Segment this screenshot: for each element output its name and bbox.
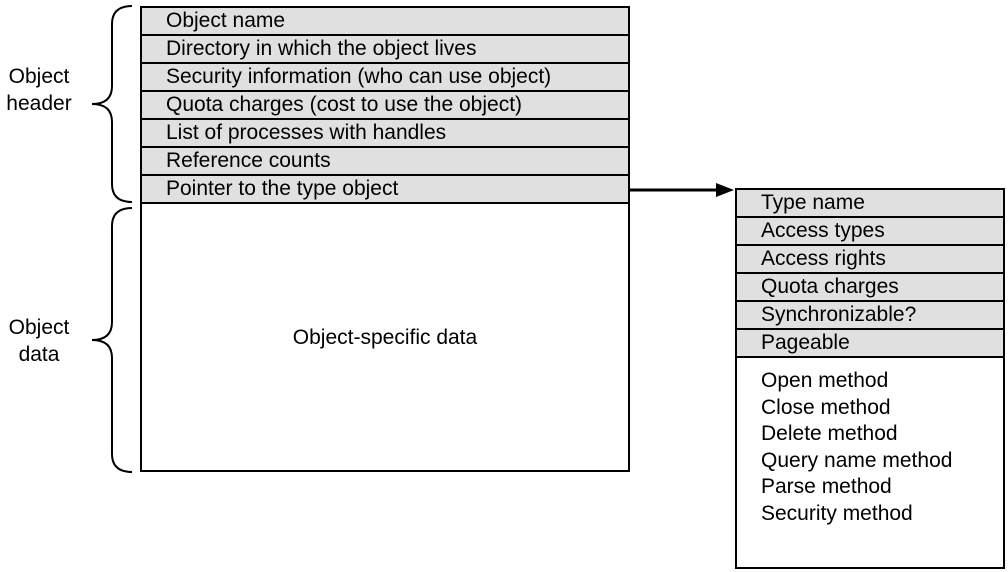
header-field-security-info: Security information (who can use object… <box>142 64 628 92</box>
type-pointer-arrow-head <box>716 183 734 197</box>
type-field-access-types: Access types <box>737 218 1003 246</box>
header-field-type-pointer: Pointer to the type object <box>142 176 628 204</box>
object-data-label-line2: data <box>18 343 60 366</box>
header-field-reference-counts: Reference counts <box>142 148 628 176</box>
data-brace <box>91 207 133 473</box>
type-method-list: Open method Close method Delete method Q… <box>737 358 1003 527</box>
method-close: Close method <box>761 395 891 419</box>
object-box: Object name Directory in which the objec… <box>140 6 630 472</box>
type-field-pageable: Pageable <box>737 330 1003 358</box>
type-field-type-name: Type name <box>737 190 1003 218</box>
type-field-access-rights: Access rights <box>737 246 1003 274</box>
object-header-label: Object header <box>0 63 84 117</box>
header-field-object-name: Object name <box>142 8 628 36</box>
object-data-label-line1: Object <box>8 316 70 339</box>
header-field-directory: Directory in which the object lives <box>142 36 628 64</box>
method-query-name: Query name method <box>761 448 953 472</box>
type-field-quota-charges: Quota charges <box>737 274 1003 302</box>
method-security: Security method <box>761 501 913 525</box>
method-parse: Parse method <box>761 475 892 498</box>
header-field-quota-charges: Quota charges (cost to use the object) <box>142 92 628 120</box>
object-specific-data: Object-specific data <box>292 326 478 349</box>
object-header-label-line1: Object <box>8 65 70 88</box>
method-open: Open method <box>761 369 889 392</box>
object-data-label: Object data <box>0 314 84 368</box>
method-delete: Delete method <box>761 422 898 445</box>
header-brace <box>91 5 133 203</box>
object-header-label-line2: header <box>6 92 72 115</box>
type-field-synchronizable: Synchronizable? <box>737 302 1003 330</box>
type-object-box: Type name Access types Access rights Quo… <box>735 188 1005 569</box>
header-field-process-handles: List of processes with handles <box>142 120 628 148</box>
